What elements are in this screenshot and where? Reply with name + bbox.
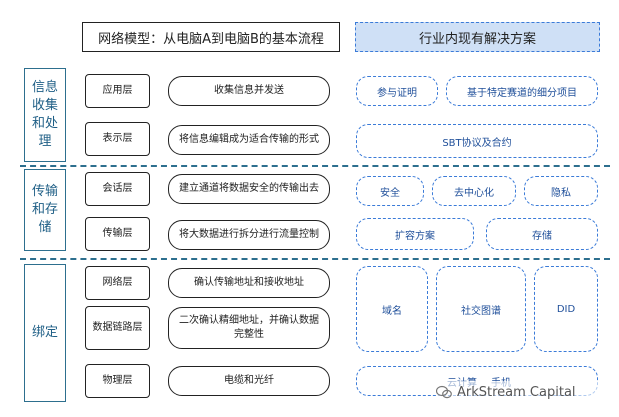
- solution-item: 安全: [356, 176, 424, 206]
- layer-data-link: 数据链路层: [85, 306, 150, 350]
- solution-item: 域名: [356, 266, 428, 352]
- separator-line: [20, 165, 610, 167]
- separator-line: [20, 258, 610, 260]
- solution-item: SBT协议及合约: [356, 124, 598, 158]
- solutions-header: 行业内现有解决方案: [355, 22, 600, 52]
- desc-presentation: 将信息编辑成为适合传输的形式: [168, 125, 330, 155]
- solution-item: 隐私: [524, 176, 598, 206]
- solution-item: 社交图谱: [436, 266, 526, 352]
- solution-item: 基于特定赛道的细分项目: [446, 76, 598, 106]
- desc-physical: 电缆和光纤: [168, 366, 330, 396]
- diagram-title: 网络模型：从电脑A到电脑B的基本流程: [82, 22, 340, 52]
- group-info-processing: 信息收集和处理: [24, 68, 66, 162]
- group-binding: 绑定: [24, 264, 66, 402]
- watermark: ArkStream Capital: [436, 381, 611, 403]
- solution-item: 参与证明: [356, 76, 438, 106]
- solution-item: 存储: [486, 218, 598, 250]
- layer-network: 网络层: [85, 266, 150, 300]
- layer-physical: 物理层: [85, 364, 150, 398]
- desc-network: 确认传输地址和接收地址: [168, 268, 330, 298]
- desc-session: 建立通道将数据安全的传输出去: [168, 174, 330, 204]
- layer-presentation: 表示层: [85, 122, 150, 156]
- solution-item: 去中心化: [432, 176, 516, 206]
- desc-transport: 将大数据进行拆分进行流量控制: [168, 220, 330, 250]
- watermark-text: ArkStream Capital: [457, 384, 576, 400]
- wechat-icon: [436, 385, 452, 399]
- desc-application: 收集信息并发送: [168, 76, 330, 106]
- layer-transport: 传输层: [85, 217, 150, 251]
- desc-data-link: 二次确认精细地址，并确认数据完整性: [168, 307, 330, 349]
- solution-item: 扩容方案: [356, 218, 474, 250]
- layer-application: 应用层: [85, 74, 150, 108]
- group-transmission-storage: 传输和存储: [24, 169, 66, 251]
- solution-item: DID: [534, 266, 598, 352]
- layer-session: 会话层: [85, 172, 150, 206]
